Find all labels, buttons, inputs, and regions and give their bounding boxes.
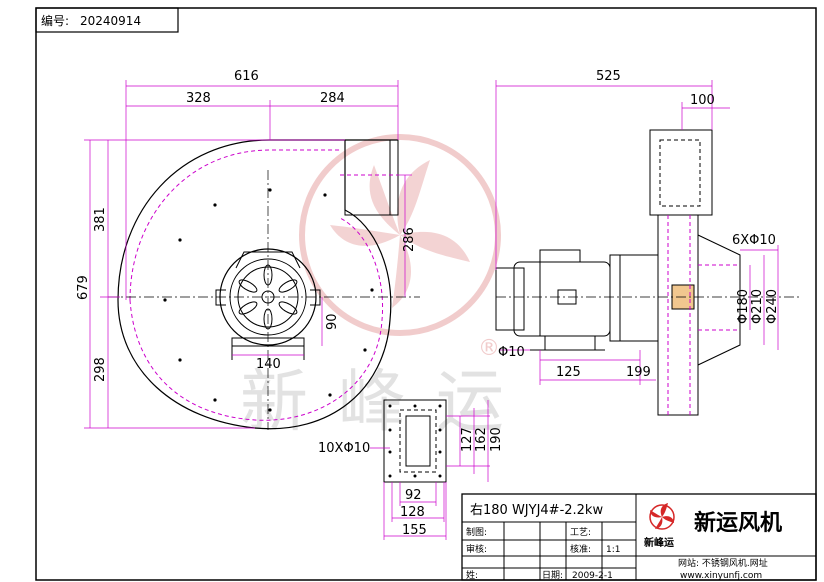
dim-side-foot-span-a: 125 <box>556 365 581 380</box>
title-drawn-label: 制图: <box>466 526 487 538</box>
dim-side-flange-width: 100 <box>690 93 715 108</box>
website-url: www.xinyunfj.com <box>680 571 762 581</box>
dim-side-bolt-holes: 6XΦ10 <box>732 233 776 248</box>
drawing-number-value: 20240914 <box>80 14 141 28</box>
dim-side-dia-outer: Φ240 <box>765 289 780 324</box>
title-date: 2009-2-1 <box>572 571 613 581</box>
company-logo <box>649 503 675 530</box>
title-sign-label: 姓: <box>466 569 478 581</box>
front-view-dimensions <box>84 80 412 429</box>
dim-flange-bolt-holes: 10XΦ10 <box>318 441 370 456</box>
drawing-number-label: 编号: <box>41 13 69 28</box>
title-audit-label: 审核: <box>466 543 487 555</box>
title-approve-label: 核准: <box>570 543 591 555</box>
dim-front-outlet-height: 286 <box>402 227 417 252</box>
dim-front-left-width: 328 <box>186 91 211 106</box>
dim-flange-inner-h: 127 <box>460 427 475 452</box>
side-view <box>495 129 800 416</box>
dim-flange-outer-h: 190 <box>489 427 504 452</box>
title-craft-label: 工艺: <box>570 527 591 538</box>
title-date-label: 日期: <box>542 570 563 581</box>
flange-view-dimensions <box>370 400 490 540</box>
dim-side-foot-span-b: 199 <box>626 365 651 380</box>
dim-front-overall-height: 679 <box>76 275 91 300</box>
dim-flange-outer-w: 155 <box>402 523 427 538</box>
dim-front-right-width: 284 <box>320 91 345 106</box>
front-view <box>108 139 420 430</box>
flange-view <box>383 399 447 483</box>
side-view-dimensions <box>495 80 779 385</box>
dim-side-dia-mid: Φ210 <box>750 289 765 324</box>
dim-side-dia-inner: Φ180 <box>736 289 751 324</box>
dim-flange-inner-w: 92 <box>405 488 422 503</box>
company-name: 新运风机 <box>694 510 782 536</box>
dim-flange-mid-w: 128 <box>400 505 425 520</box>
title-scale: 1:1 <box>606 545 620 555</box>
drawing-frame <box>35 7 817 581</box>
dim-side-overall-length: 525 <box>596 69 621 84</box>
logo-text: 新峰运 <box>644 536 674 549</box>
dim-front-lower-height: 298 <box>93 357 108 382</box>
dim-front-upper-height: 381 <box>93 207 108 232</box>
dim-front-inlet-offset: 90 <box>325 313 340 330</box>
website-label: 网站: 不锈钢风机.网址 <box>678 557 768 569</box>
title-model: 右180 WJYJ4#-2.2kw <box>470 503 603 518</box>
dim-front-overall-width: 616 <box>234 69 259 84</box>
dim-front-base-width: 140 <box>256 357 281 372</box>
title-block <box>461 493 817 581</box>
dim-flange-mid-h: 162 <box>474 427 489 452</box>
watermark-logo: ® <box>299 134 501 361</box>
registered-mark: ® <box>478 336 500 361</box>
drawing-number-box <box>35 7 179 33</box>
dim-side-foot-hole: Φ10 <box>498 345 525 360</box>
